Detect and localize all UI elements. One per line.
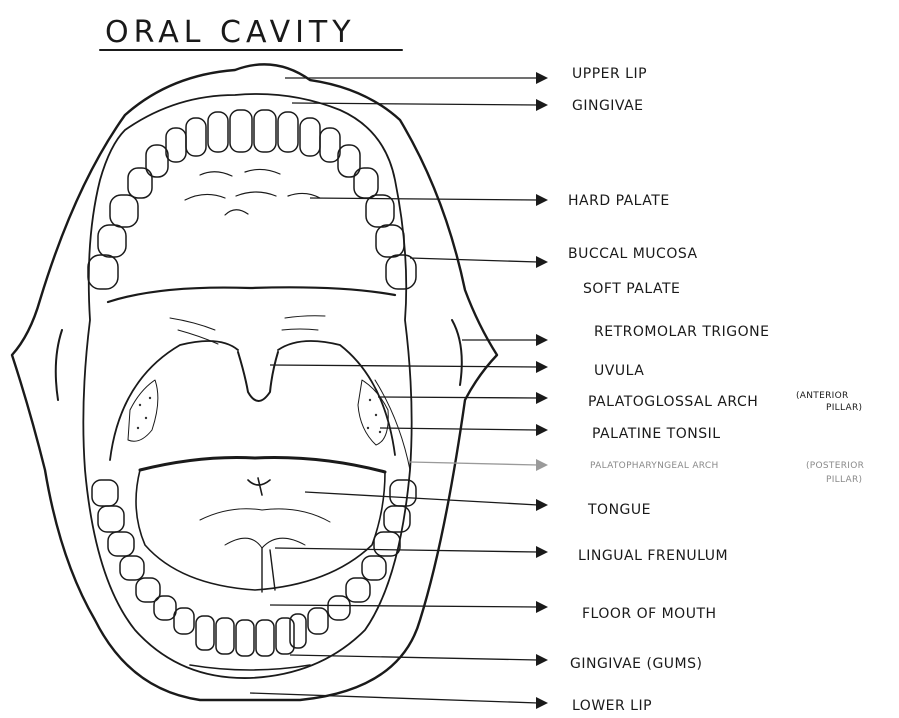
soft-palate-boundary	[108, 287, 395, 302]
arrowhead-palatopharyngeal-arch	[536, 459, 548, 471]
label-palatoglossal-note-2: PILLAR)	[826, 403, 862, 413]
leader-gingivae	[292, 103, 538, 105]
leader-uvula	[270, 365, 538, 367]
label-retromolar-trigone: RETROMOLAR TRIGONE	[594, 324, 769, 340]
upper-teeth	[88, 110, 416, 289]
label-palatoglossal-note-1: (ANTERIOR	[796, 391, 849, 401]
leader-tongue	[305, 492, 538, 505]
palatopharyngeal-arch	[375, 380, 410, 470]
label-hard-palate: HARD PALATE	[568, 193, 670, 209]
arrowhead-floor-of-mouth	[536, 601, 548, 613]
label-floor-of-mouth: FLOOR OF MOUTH	[582, 606, 717, 622]
leader-palatopharyngeal-arch	[410, 462, 538, 465]
arrowhead-hard-palate	[536, 194, 548, 206]
tongue-top-edge	[140, 458, 385, 473]
leader-hard-palate	[310, 198, 538, 200]
label-lower-lip: LOWER LIP	[572, 698, 652, 714]
tongue-groove	[248, 478, 270, 495]
label-palatopharyngeal-arch: PALATOPHARYNGEAL ARCH	[590, 461, 719, 471]
palatoglossal-arch	[110, 341, 238, 460]
label-buccal-mucosa: BUCCAL MUCOSA	[568, 246, 698, 262]
leader-palatine-tonsil	[380, 428, 538, 430]
tongue-underside	[200, 509, 330, 548]
arrowhead-tongue	[536, 499, 548, 511]
label-soft-palate: SOFT PALATE	[583, 281, 680, 297]
arrowhead-palatine-tonsil	[536, 424, 548, 436]
lingual-frenulum	[262, 548, 275, 592]
diagram-title: ORAL CAVITY	[105, 15, 356, 50]
leader-palatoglossal-arch	[378, 397, 538, 398]
palatoglossal-arch-right	[278, 341, 395, 455]
lower-lip-inner	[190, 665, 310, 670]
leader-buccal-mucosa	[410, 258, 538, 262]
label-palatoglossal-arch: PALATOGLOSSAL ARCH	[588, 394, 758, 410]
left-cheek-curve	[56, 330, 62, 400]
labels-column: UPPER LIP GINGIVAE HARD PALATE BUCCAL MU…	[568, 66, 864, 714]
arrowhead-lower-lip	[536, 697, 548, 709]
arrowhead-buccal-mucosa	[536, 256, 548, 268]
arrowhead-lingual-frenulum	[536, 546, 548, 558]
label-uvula: UVULA	[594, 363, 644, 379]
lower-teeth	[92, 480, 416, 656]
leader-floor-of-mouth	[270, 605, 538, 607]
label-gingivae-gums: GINGIVAE (GUMS)	[570, 656, 702, 672]
leader-lower-lip	[250, 693, 538, 703]
hard-palate-markings	[185, 169, 320, 215]
right-cheek-curve	[452, 320, 462, 385]
soft-palate-markings	[170, 316, 325, 344]
arrowhead-upper-lip	[536, 72, 548, 84]
arrowhead-gingivae	[536, 99, 548, 111]
mouth-drawing	[12, 64, 497, 700]
arrowhead-uvula	[536, 361, 548, 373]
label-palatopharyngeal-note-1: (POSTERIOR	[806, 461, 864, 471]
tonsils	[128, 380, 388, 445]
leader-lingual-frenulum	[275, 548, 538, 552]
label-lingual-frenulum: LINGUAL FRENULUM	[578, 548, 728, 564]
leader-lines	[250, 72, 548, 709]
label-upper-lip: UPPER LIP	[572, 66, 647, 82]
label-palatopharyngeal-note-2: PILLAR)	[826, 475, 862, 485]
arrowhead-palatoglossal-arch	[536, 392, 548, 404]
label-tongue: TONGUE	[587, 502, 651, 518]
arrowhead-retromolar-trigone	[536, 334, 548, 346]
uvula	[238, 352, 278, 401]
label-palatine-tonsil: PALATINE TONSIL	[592, 426, 721, 442]
label-gingivae: GINGIVAE	[572, 98, 644, 114]
arrowhead-gingivae-gums	[536, 654, 548, 666]
